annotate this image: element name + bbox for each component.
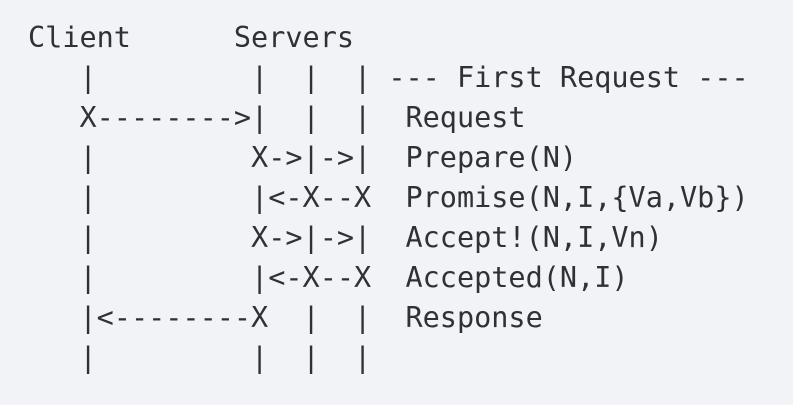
diagram-row-accept: | X->|->| Accept!(N,I,Vn) bbox=[28, 221, 663, 254]
diagram-row-prepare: | X->|->| Prepare(N) bbox=[28, 141, 578, 174]
diagram-row-request: X-------->| | | Request bbox=[28, 101, 526, 134]
diagram-header-row: Client Servers bbox=[28, 21, 355, 54]
paxos-message-flow-diagram: Client Servers | | | | --- First Request… bbox=[28, 18, 749, 378]
diagram-row-response: |<--------X | | Response bbox=[28, 301, 543, 334]
diagram-row-accepted: | |<-X--X Accepted(N,I) bbox=[28, 261, 629, 294]
diagram-row-promise: | |<-X--X Promise(N,I,{Va,Vb}) bbox=[28, 181, 749, 214]
diagram-row-lifelines-end: | | | | bbox=[28, 341, 372, 374]
diagram-row-first-request-label: | | | | --- First Request --- bbox=[28, 61, 749, 94]
